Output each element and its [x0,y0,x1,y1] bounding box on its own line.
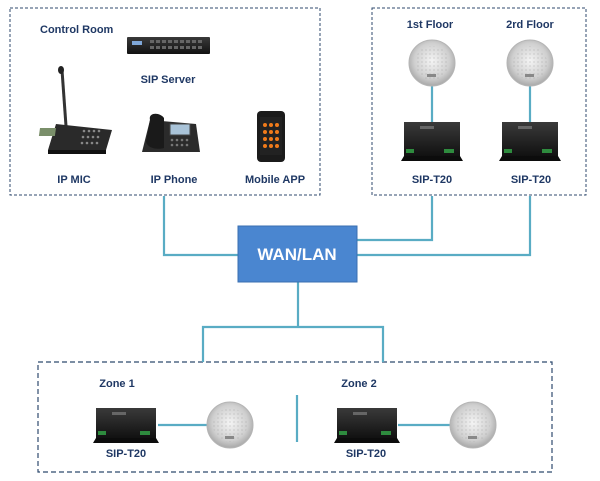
zone2-speaker-icon [449,401,497,449]
floor2-sip-t20-icon [499,122,561,161]
wan-lan-box [237,225,358,283]
control-room-title: Control Room [40,24,114,36]
line-floor1-to-wan [357,196,434,242]
floor1-label: 1st Floor [407,19,454,31]
floor2-label: 2rd Floor [506,19,554,31]
zone2-sip-t20-icon [334,408,400,443]
zone1-label: Zone 1 [99,378,134,390]
zone2-label: Zone 2 [341,378,376,390]
ip-phone-label: IP Phone [151,174,198,186]
mobile-app-icon [257,111,285,162]
ip-phone-icon [142,113,200,152]
floor2-speaker-icon [506,39,554,87]
floor1-device-label: SIP-T20 [412,174,452,186]
mobile-app-label: Mobile APP [245,174,305,186]
ip-mic-icon [38,66,112,154]
zone2-device-label: SIP-T20 [346,448,386,460]
sip-server-icon [127,37,210,54]
wan-lan-label: WAN/LAN [257,245,336,264]
line-wan-split [201,325,385,362]
floor1-speaker-icon [408,39,456,87]
zones-frame [37,361,553,473]
ip-mic-label: IP MIC [57,174,90,186]
zone1-sip-t20-icon [93,408,159,443]
line-floor2-to-wan [357,196,532,257]
line-control-room-to-wan [162,196,238,257]
sip-server-label: SIP Server [141,74,197,86]
floors-frame [371,7,587,196]
floor1-sip-t20-icon [401,122,463,161]
zone1-device-label: SIP-T20 [106,448,146,460]
floor2-device-label: SIP-T20 [511,174,551,186]
control-room-frame [9,7,321,196]
connection-lines [158,85,532,442]
zone1-speaker-icon [206,401,254,449]
